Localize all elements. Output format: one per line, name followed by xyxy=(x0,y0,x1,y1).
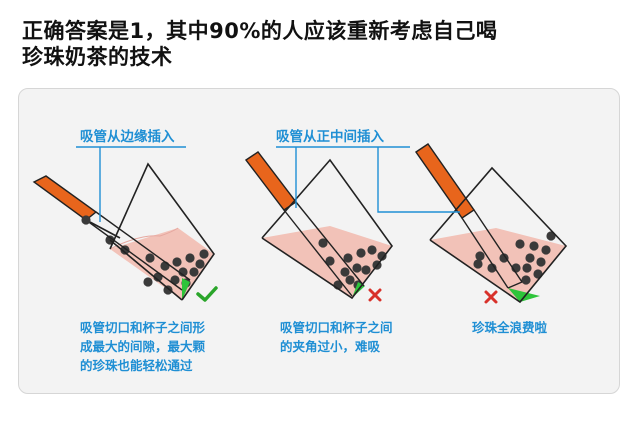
caption-middle: 吸管切口和杯子之间 的夹角过小，难吸 xyxy=(280,318,393,356)
pearls-left xyxy=(105,235,209,295)
label-edge-insertion: 吸管从边缘插入 xyxy=(80,129,175,145)
cross-mark-right xyxy=(484,290,498,304)
gap-highlight-right xyxy=(508,288,540,302)
cup-middle xyxy=(244,151,393,302)
pearls-right xyxy=(473,231,556,285)
cup-right xyxy=(415,143,568,304)
check-mark xyxy=(196,286,218,302)
caption-right: 珍珠全浪费啦 xyxy=(472,318,547,337)
caption-middle-line-1: 吸管切口和杯子之间 xyxy=(280,320,393,335)
straw-middle xyxy=(244,151,365,297)
caption-left-line-1: 吸管切口和杯子之间形 xyxy=(80,320,206,335)
label-center-insertion: 吸管从正中间插入 xyxy=(276,129,384,145)
caption-left: 吸管切口和杯子之间形 成最大的间隙，最大颗 的珍珠也能轻松通过 xyxy=(80,318,205,375)
leader-lines xyxy=(76,146,460,222)
cup-left xyxy=(32,162,218,302)
caption-middle-line-2: 的夹角过小，难吸 xyxy=(280,339,381,354)
tea-surface-left xyxy=(109,227,179,250)
headline-line-2: 珍珠奶茶的技术 xyxy=(22,45,173,69)
caption-left-line-2: 成最大的间隙，最大颗 xyxy=(80,339,206,354)
caption-left-line-3: 的珍珠也能轻松通过 xyxy=(80,358,193,373)
tea-liquid-right xyxy=(430,228,566,302)
gap-highlight-left xyxy=(182,278,190,300)
straw-right xyxy=(415,143,523,289)
headline: 正确答案是1，其中90%的人应该重新考虑自己喝 珍珠奶茶的技术 xyxy=(22,18,622,70)
cross-mark-middle xyxy=(368,288,382,302)
caption-right-line-1: 珍珠全浪费啦 xyxy=(472,320,548,335)
headline-line-1: 正确答案是1，其中90%的人应该重新考虑自己喝 xyxy=(22,19,498,43)
straw-left xyxy=(32,175,191,291)
